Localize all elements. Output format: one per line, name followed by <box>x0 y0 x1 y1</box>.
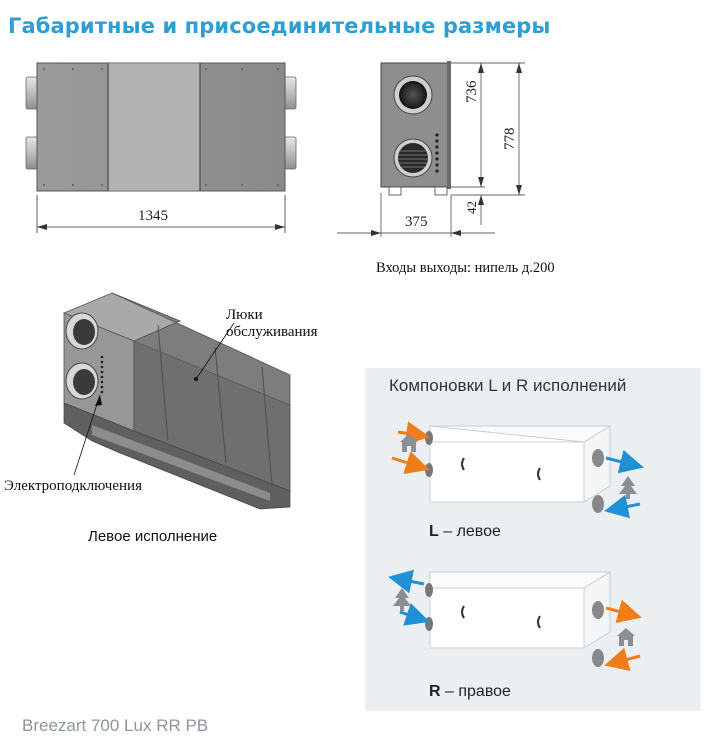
isometric-view-drawing <box>62 292 291 510</box>
dim-feet: 42 <box>464 201 479 214</box>
layout-left-label: L – левое <box>429 523 501 541</box>
layout-right-label: R – правое <box>429 683 511 701</box>
layout-right-text: – правое <box>440 683 511 700</box>
dim-height-body: 736 <box>464 80 480 104</box>
hatches-label-line1: Люки <box>226 307 263 323</box>
layout-right-box <box>388 569 642 671</box>
front-view-drawing <box>25 62 297 233</box>
hatches-label-line2: обслуживания <box>226 324 318 340</box>
hatches-label: Люки обслуживания <box>226 307 317 341</box>
dim-width: 1345 <box>138 208 168 224</box>
model-footer: Breezart 700 Lux RR PB <box>22 716 209 735</box>
layouts-title: Компоновки L и R исполнений <box>389 376 627 395</box>
left-version-label: Левое исполнение <box>88 528 218 545</box>
dim-depth: 375 <box>405 214 428 230</box>
home-icon <box>400 434 418 452</box>
tree-icon <box>393 588 411 611</box>
layout-left-box <box>391 421 644 519</box>
side-view-drawing <box>337 61 525 237</box>
layouts-diagram <box>388 421 644 671</box>
connections-note: Входы выходы: нипель д.200 <box>376 260 555 276</box>
home-icon <box>617 628 635 646</box>
layout-left-text: – левое <box>438 523 501 540</box>
tree-icon <box>619 476 637 499</box>
layout-left-letter: L <box>429 523 439 540</box>
page-title: Габаритные и присоединительные размеры <box>8 14 551 38</box>
layout-right-letter: R <box>429 683 441 700</box>
electrical-label: Электроподключения <box>4 478 142 494</box>
service-panel-center <box>107 62 201 192</box>
dim-height-total: 778 <box>502 127 518 151</box>
